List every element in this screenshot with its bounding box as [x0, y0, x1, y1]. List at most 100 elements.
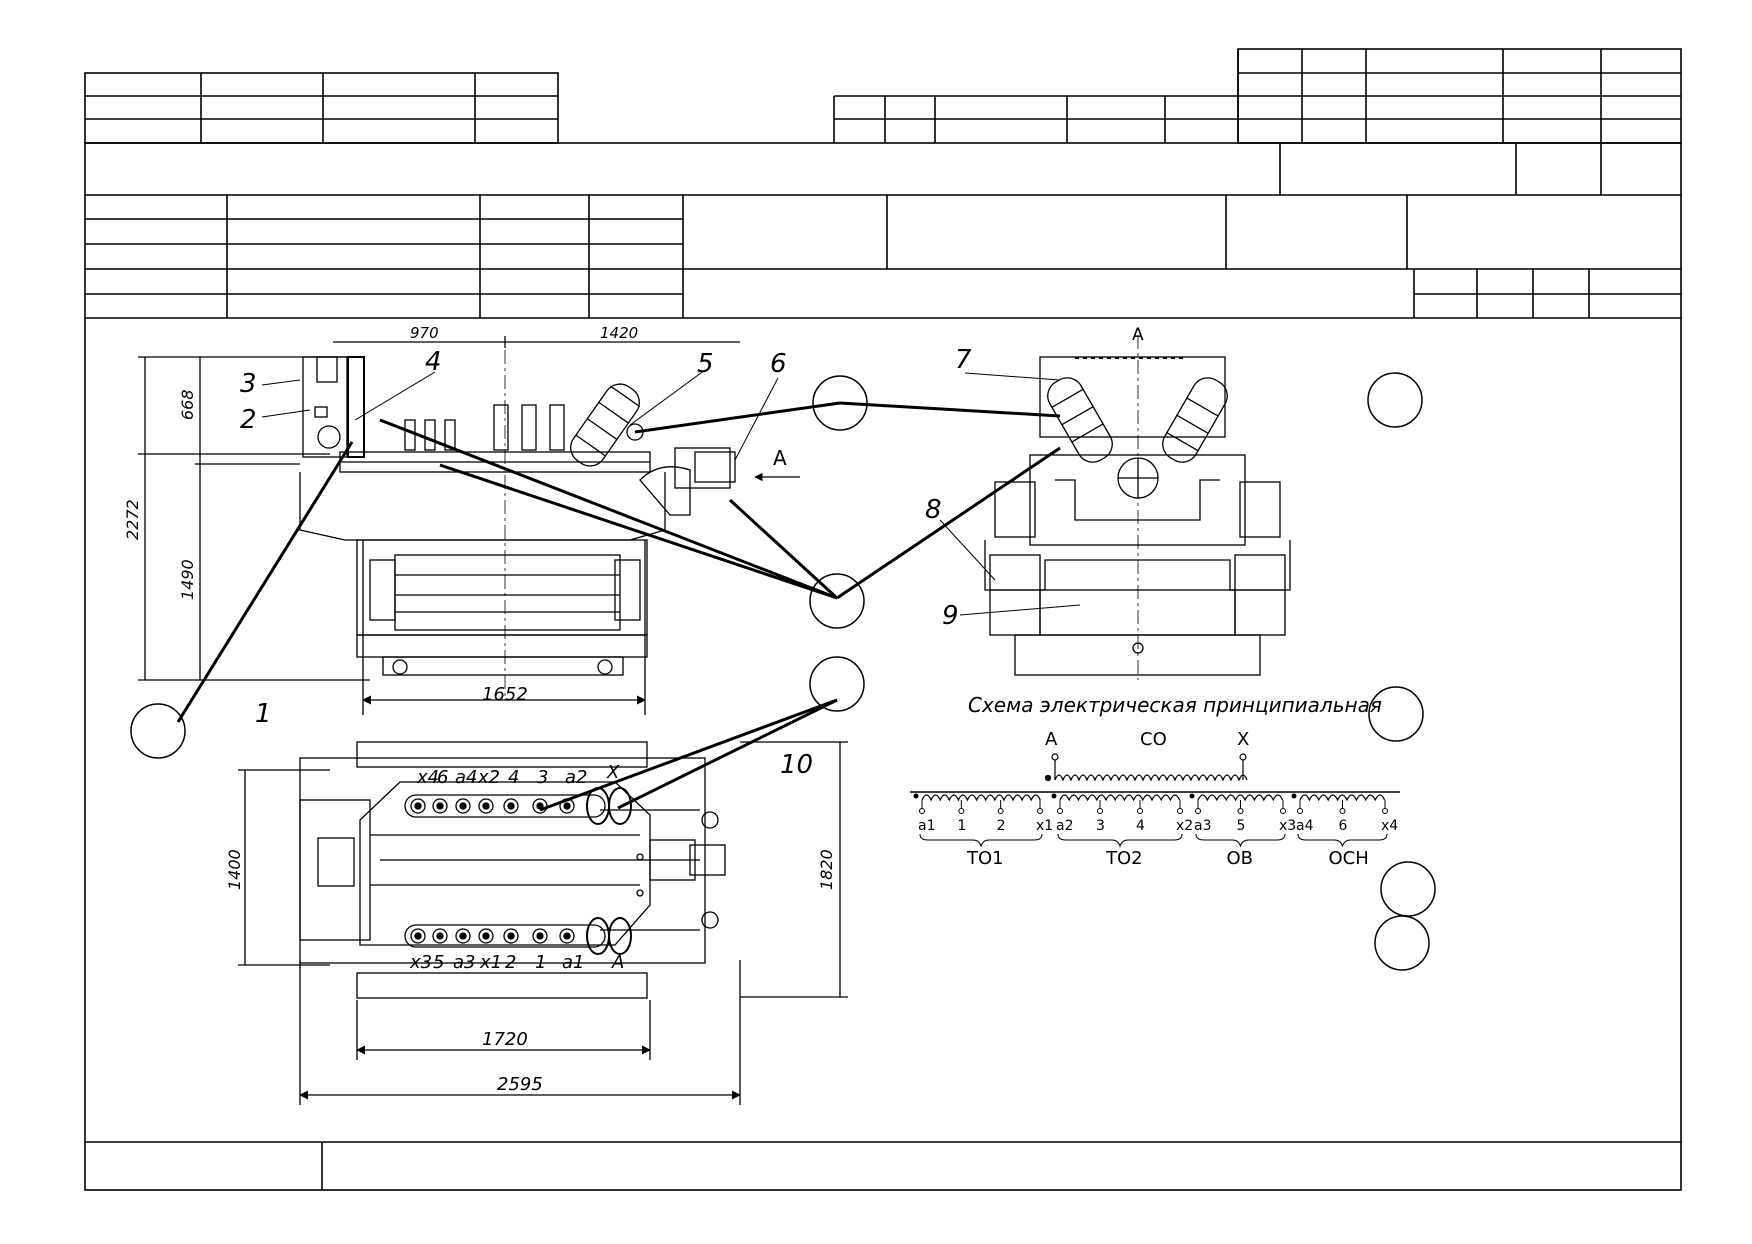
- end-view-a-labels: A 7 8 9: [925, 325, 1144, 631]
- plan-view-labels: 1400 1820 1720 2595 1 10 x4 6 a4 x2 4 3 …: [225, 699, 836, 1095]
- winding-tap-label: x4: [1381, 818, 1398, 834]
- terminal-bushing-core: [536, 932, 544, 940]
- callout-bubble: [809, 573, 865, 629]
- dim-1652: 1652: [482, 684, 528, 705]
- callout-bubble: [1374, 915, 1430, 971]
- high-voltage-bushing: [586, 787, 610, 825]
- terminal-1: 1: [535, 952, 546, 973]
- terminal-bushing: [503, 798, 519, 814]
- terminal-a2: a2: [565, 767, 587, 788]
- part-number-4: 4: [425, 347, 442, 377]
- high-voltage-bushing: [608, 917, 632, 955]
- end-view-label: A: [1132, 325, 1144, 345]
- high-voltage-bushing: [586, 917, 610, 955]
- callout-bubble: [812, 375, 868, 431]
- primary-terminal-A: A: [1045, 729, 1058, 750]
- terminal-bushing-core: [482, 802, 490, 810]
- part-number-7: 7: [955, 345, 972, 375]
- terminal-bushing-core: [436, 932, 444, 940]
- winding-tap-label: a4: [1296, 818, 1314, 834]
- part-number-10: 10: [780, 750, 813, 780]
- part-number-9: 9: [942, 601, 959, 631]
- plan-view-bushings: [410, 787, 632, 955]
- terminal-x1: x1: [479, 952, 502, 973]
- winding-tap-label: 3: [1096, 818, 1105, 834]
- terminal-bushing: [410, 928, 426, 944]
- terminal-bushing-core: [507, 802, 515, 810]
- view-arrow-label: A: [773, 446, 787, 470]
- winding-tap-label: a3: [1194, 818, 1212, 834]
- dim-1490: 1490: [178, 559, 197, 600]
- high-voltage-bushing: [608, 787, 632, 825]
- terminal-bushing: [455, 798, 471, 814]
- terminal-a3: a3: [453, 952, 475, 973]
- terminal-x4: x4: [416, 767, 439, 788]
- winding-tap-label: 2: [997, 818, 1006, 834]
- winding-tap-label: x1: [1036, 818, 1053, 834]
- schematic-title: Схема электрическая принципиальная: [968, 693, 1382, 717]
- terminal-bushing: [432, 928, 448, 944]
- callout-bubble: [130, 703, 186, 759]
- terminal-bushing: [455, 928, 471, 944]
- side-view: [138, 336, 800, 715]
- dim-668: 668: [178, 389, 197, 420]
- terminal-bushing: [478, 928, 494, 944]
- part-number-2: 2: [240, 405, 257, 435]
- terminal-bushing-core: [563, 932, 571, 940]
- terminal-bushing: [532, 928, 548, 944]
- terminal-bushing-core: [414, 802, 422, 810]
- dim-2272: 2272: [123, 499, 142, 540]
- terminal-X: X: [606, 762, 620, 783]
- primary-center-CO: CO: [1140, 729, 1167, 750]
- terminal-bushing-core: [436, 802, 444, 810]
- callout-bubble: [1380, 861, 1436, 917]
- winding-tap-label: 5: [1237, 818, 1246, 834]
- terminal-bushing: [432, 798, 448, 814]
- plan-view: [238, 741, 848, 1105]
- frame: [84, 48, 1682, 1191]
- dim-1720: 1720: [482, 1029, 528, 1050]
- dim-1820: 1820: [817, 849, 836, 890]
- terminal-x3: x3: [409, 952, 432, 973]
- terminal-a4: a4: [455, 767, 477, 788]
- primary-terminal-X: X: [1237, 729, 1249, 750]
- plan-top-terminal-labels: x4 6 a4 x2 4 3 a2 X: [416, 762, 620, 788]
- end-view-a: [939, 335, 1291, 680]
- terminal-4: 4: [508, 767, 519, 788]
- part-number-1: 1: [255, 699, 272, 729]
- terminal-bushing: [478, 798, 494, 814]
- terminal-a1: a1: [562, 952, 584, 973]
- callout-bubble: [809, 656, 865, 712]
- terminal-bushing: [503, 928, 519, 944]
- callout-layer: [130, 372, 1436, 971]
- part-number-6: 6: [770, 349, 787, 379]
- dim-970: 970: [410, 324, 439, 342]
- winding-name: OB: [1227, 848, 1254, 869]
- plan-bottom-terminal-labels: x3 5 a3 x1 2 1 a1 A: [409, 952, 624, 973]
- dim-2595: 2595: [497, 1074, 543, 1095]
- winding-tap-label: a2: [1056, 818, 1074, 834]
- terminal-bushing-core: [414, 932, 422, 940]
- winding-tap-label: 1: [957, 818, 966, 834]
- dim-1400: 1400: [225, 849, 244, 890]
- winding-tap-label: a1: [918, 818, 936, 834]
- part-number-5: 5: [697, 349, 714, 379]
- terminal-6: 6: [437, 767, 448, 788]
- schematic: Схема электрическая принципиальная A CO …: [910, 693, 1400, 869]
- terminal-bushing-core: [563, 802, 571, 810]
- dim-1420: 1420: [600, 324, 638, 342]
- winding-tap-label: x3: [1279, 818, 1296, 834]
- callout-bubble: [1368, 686, 1424, 742]
- part-number-8: 8: [925, 495, 942, 525]
- terminal-bushing-core: [459, 802, 467, 810]
- callout-bubble: [1367, 372, 1423, 428]
- terminal-bushing: [559, 928, 575, 944]
- winding-name: TO2: [1105, 848, 1143, 869]
- winding-tap-label: x2: [1176, 818, 1193, 834]
- terminal-A: A: [611, 952, 624, 973]
